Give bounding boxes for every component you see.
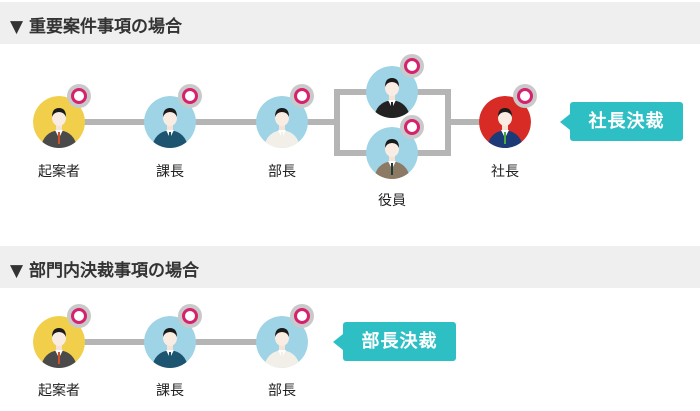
role-label-section-chief: 課長 <box>156 383 184 399</box>
section-title: ▼ 重要案件事項の場合 <box>10 17 182 37</box>
role-label-section-chief: 課長 <box>156 164 184 180</box>
person-avatar <box>144 84 202 148</box>
role-label-department-head: 部長 <box>268 383 296 399</box>
connector-line <box>445 119 505 125</box>
connector-line <box>334 89 340 156</box>
approval-stamp-icon <box>290 84 314 108</box>
person-icon <box>366 127 418 179</box>
person-avatar <box>366 54 424 118</box>
connector-line <box>59 119 334 125</box>
role-label-drafter: 起案者 <box>38 164 80 180</box>
person-icon <box>366 66 418 118</box>
person-avatar <box>256 84 314 148</box>
president-approval-badge: 社長決裁 <box>560 102 683 141</box>
approval-stamp-icon <box>178 84 202 108</box>
person-avatar <box>33 84 91 148</box>
person-avatar <box>256 304 314 368</box>
role-label-drafter: 起案者 <box>38 383 80 399</box>
role-label-department-head: 部長 <box>268 164 296 180</box>
approval-stamp-icon <box>400 115 424 139</box>
person-avatar <box>144 304 202 368</box>
approval-stamp-icon <box>67 84 91 108</box>
person-icon <box>256 96 308 148</box>
person-icon <box>33 96 85 148</box>
approval-stamp-icon <box>178 304 202 328</box>
approval-stamp-icon <box>67 304 91 328</box>
section-header-department: ▼ 部門内決裁事項の場合 <box>0 246 700 288</box>
person-icon <box>479 96 531 148</box>
person-icon <box>144 96 196 148</box>
department-approval-badge: 部長決裁 <box>333 322 456 361</box>
role-label-executive: 役員 <box>378 193 406 209</box>
section-title: ▼ 部門内決裁事項の場合 <box>10 261 199 281</box>
person-avatar <box>366 115 424 179</box>
person-icon <box>144 316 196 368</box>
approval-stamp-icon <box>400 54 424 78</box>
approval-stamp-icon <box>513 84 537 108</box>
person-icon <box>256 316 308 368</box>
person-avatar <box>479 84 537 148</box>
role-label-president: 社長 <box>491 164 519 180</box>
section-header-major: ▼ 重要案件事項の場合 <box>0 2 700 44</box>
person-icon <box>33 316 85 368</box>
person-avatar <box>33 304 91 368</box>
approval-stamp-icon <box>290 304 314 328</box>
